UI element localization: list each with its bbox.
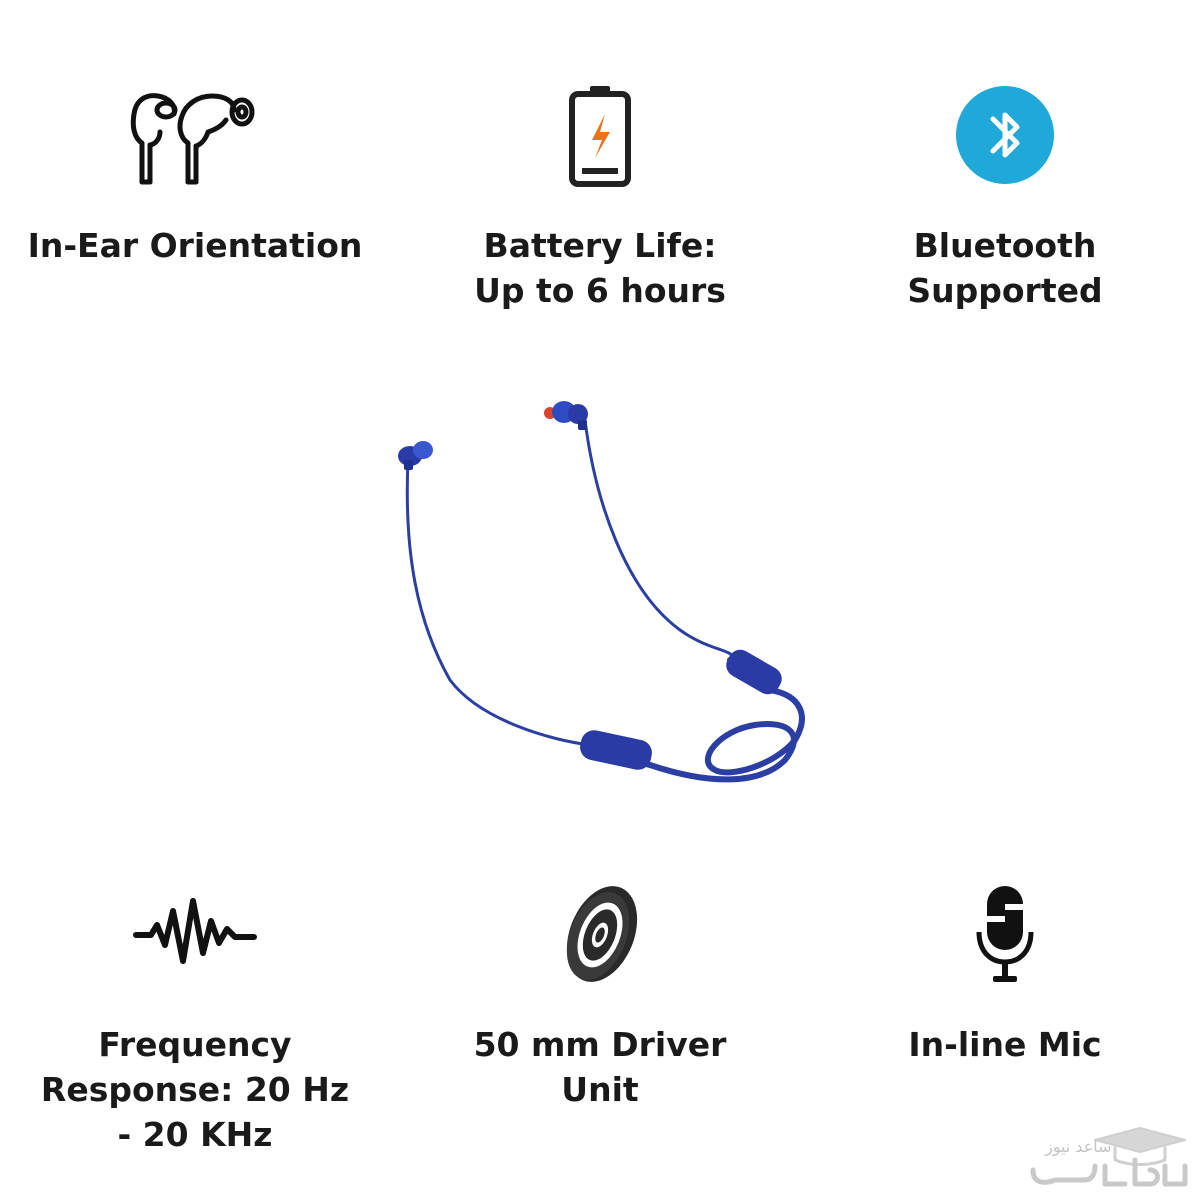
battery-icon xyxy=(568,84,632,192)
driver-label: 50 mm Driver Unit xyxy=(473,1025,727,1109)
microphone-icon xyxy=(975,882,1035,990)
lightning-bolt-icon xyxy=(592,114,610,158)
feature-battery: Battery Life: Up to 6 hours xyxy=(420,80,780,340)
feature-bluetooth: Bluetooth Supported xyxy=(825,80,1185,340)
feature-frequency: Frequency Response: 20 Hz - 20 KHz xyxy=(15,890,375,1170)
speaker-driver-icon xyxy=(558,880,642,992)
feature-in-ear: In-Ear Orientation xyxy=(15,80,375,340)
feature-mic: In-line Mic xyxy=(825,886,1185,1170)
earbuds-icon xyxy=(130,88,260,192)
in-ear-label: In-Ear Orientation xyxy=(27,226,363,265)
waveform-icon xyxy=(133,895,257,971)
mic-label: In-line Mic xyxy=(908,1025,1102,1064)
battery-label: Battery Life: Up to 6 hours xyxy=(474,226,726,310)
watermark-text: ساعد نیوز xyxy=(1044,1137,1112,1157)
bluetooth-icon xyxy=(955,85,1055,189)
bluetooth-label: Bluetooth Supported xyxy=(907,226,1103,310)
feature-driver: 50 mm Driver Unit xyxy=(420,886,780,1170)
saed-news-logo: ساعد نیوز xyxy=(1025,1120,1190,1195)
neckband-earphones-image xyxy=(380,390,820,810)
frequency-label: Frequency Response: 20 Hz - 20 KHz xyxy=(40,1025,350,1154)
